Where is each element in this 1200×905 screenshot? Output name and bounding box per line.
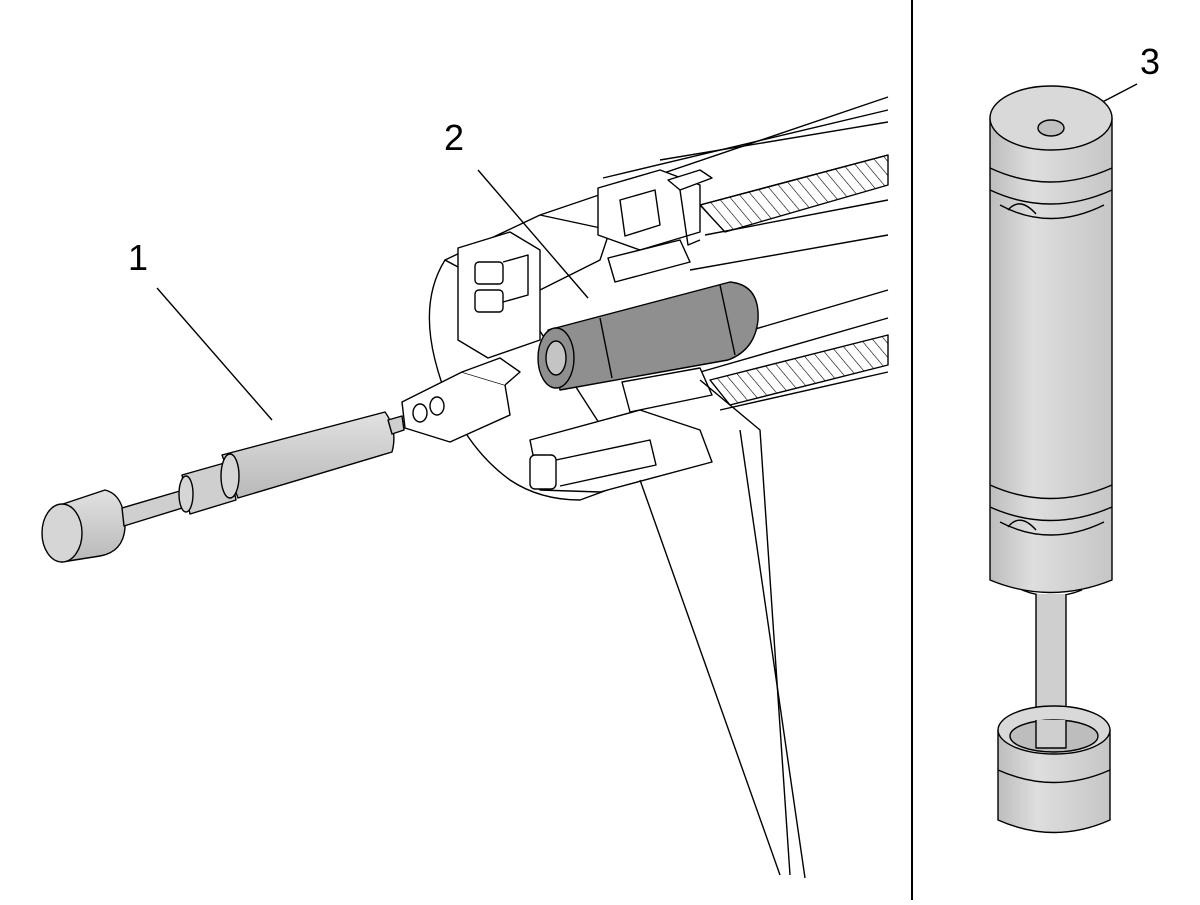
callout-1: 1 xyxy=(128,237,149,278)
callout-2: 2 xyxy=(444,117,465,158)
callout-3: 3 xyxy=(1140,41,1161,82)
housing-assembly xyxy=(401,96,889,879)
leader-line-2 xyxy=(477,169,589,299)
leader-line-1 xyxy=(156,287,273,421)
removal-tool xyxy=(41,411,405,563)
cartridge-part xyxy=(989,85,1113,834)
